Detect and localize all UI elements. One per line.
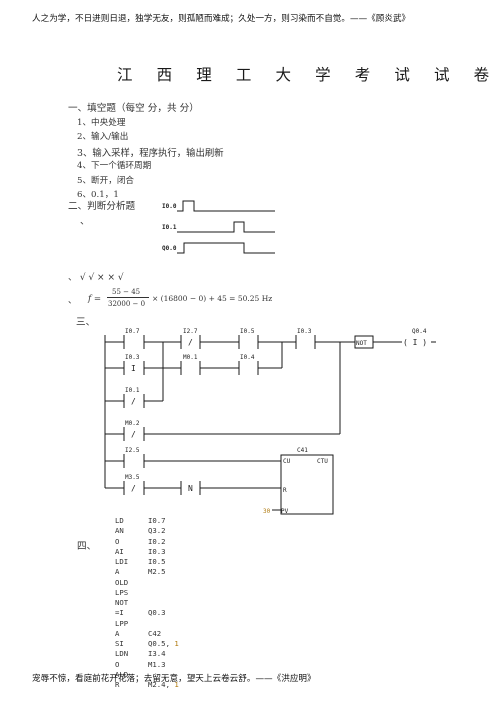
contact-label-i25: I2.5: [125, 447, 140, 454]
formula-lhs: f =: [88, 294, 102, 304]
contact-label-m35: M3.5: [125, 474, 140, 481]
coil-symbol: ( I ): [403, 338, 427, 347]
coil-label-q04: Q0.4: [412, 328, 427, 335]
contact-label-i01: I0.1: [125, 387, 140, 394]
timing-label-i00: I0.0: [162, 203, 177, 210]
counter-name: C41: [297, 447, 308, 454]
instruction-row: OLD: [115, 577, 129, 587]
section2-heading: 二、判断分析题: [68, 201, 136, 212]
exam-title: 江 西 理 工 大 学 考 试 试 卷: [117, 66, 496, 84]
formula-prefix: 、: [68, 296, 77, 306]
timing-waveform-i00: [177, 200, 275, 212]
formula-rest: × (16800 − 0) + 45 = 50.25 Hz: [152, 294, 273, 303]
contact-label-i03-row2: I0.3: [125, 354, 140, 361]
timing-label-i01: I0.1: [162, 224, 177, 231]
instruction-row: LPP: [115, 618, 129, 628]
counter-ctu-label: CTU: [317, 458, 328, 465]
timing-waveform-i01: [177, 221, 275, 233]
contact-label-i04: I0.4: [240, 354, 255, 361]
section1-heading: 一、填空题（每空 分，共 分）: [68, 103, 199, 114]
judgement-checks: 、 √ √ × × √: [68, 273, 124, 283]
contact-symbol-nc-m35: /: [131, 484, 136, 493]
answer-5: 5、断开，闭合: [77, 176, 135, 186]
edge-label-n: N: [188, 484, 193, 493]
timing-waveform-q00: [177, 242, 275, 254]
instruction-row: ALD: [115, 669, 129, 679]
instruction-row: NOT: [115, 598, 129, 607]
not-box-label: NOT: [356, 340, 367, 347]
section2-sub-mark: 、: [80, 216, 90, 227]
counter-r-pin: R: [283, 487, 287, 494]
section4-heading: 四、: [77, 541, 97, 552]
contact-symbol-nc-i01: /: [131, 397, 136, 406]
formula-numerator: 55 − 45: [112, 288, 141, 296]
header-quote: 人之为学，不日进则日退，独学无友，则孤陋而难成；久处一方，则习染而不自觉。——《…: [32, 14, 411, 24]
answer-4: 4、下一个循环周期: [77, 161, 152, 171]
contact-label-i05: I0.5: [240, 328, 255, 335]
counter-pv-pin: PV: [281, 508, 289, 515]
contact-symbol-nc-m02: /: [131, 430, 136, 439]
answer-1: 1、中央处理: [77, 118, 126, 128]
footer-quote: 宠辱不惊，看庭前花开花落；去留无意，望天上云卷云舒。——《洪应明》: [32, 674, 316, 684]
formula-fraction-bar: [107, 297, 149, 298]
contact-label-i27: I2.7: [183, 328, 198, 335]
instruction-row: LPS: [115, 587, 129, 597]
counter-cu-pin: CU: [283, 458, 291, 465]
answer-3: 3、输入采样，程序执行，输出刷新: [77, 148, 224, 159]
contact-label-m02: M0.2: [125, 420, 140, 427]
timing-label-q00: Q0.0: [162, 245, 177, 252]
formula-denominator: 32000 − 0: [108, 300, 146, 308]
answer-2: 2、输入/输出: [77, 132, 129, 142]
counter-pv-value: 30: [263, 508, 271, 515]
contact-symbol-nc-i27: /: [188, 338, 193, 347]
answer-6: 6、0.1，1: [77, 190, 119, 200]
contact-label-i03: I0.3: [297, 328, 312, 335]
contact-label-i07: I0.7: [125, 328, 140, 335]
contact-symbol-immediate: I: [131, 364, 136, 373]
contact-label-m01: M0.1: [183, 354, 198, 361]
section3-heading: 三、: [76, 317, 96, 328]
